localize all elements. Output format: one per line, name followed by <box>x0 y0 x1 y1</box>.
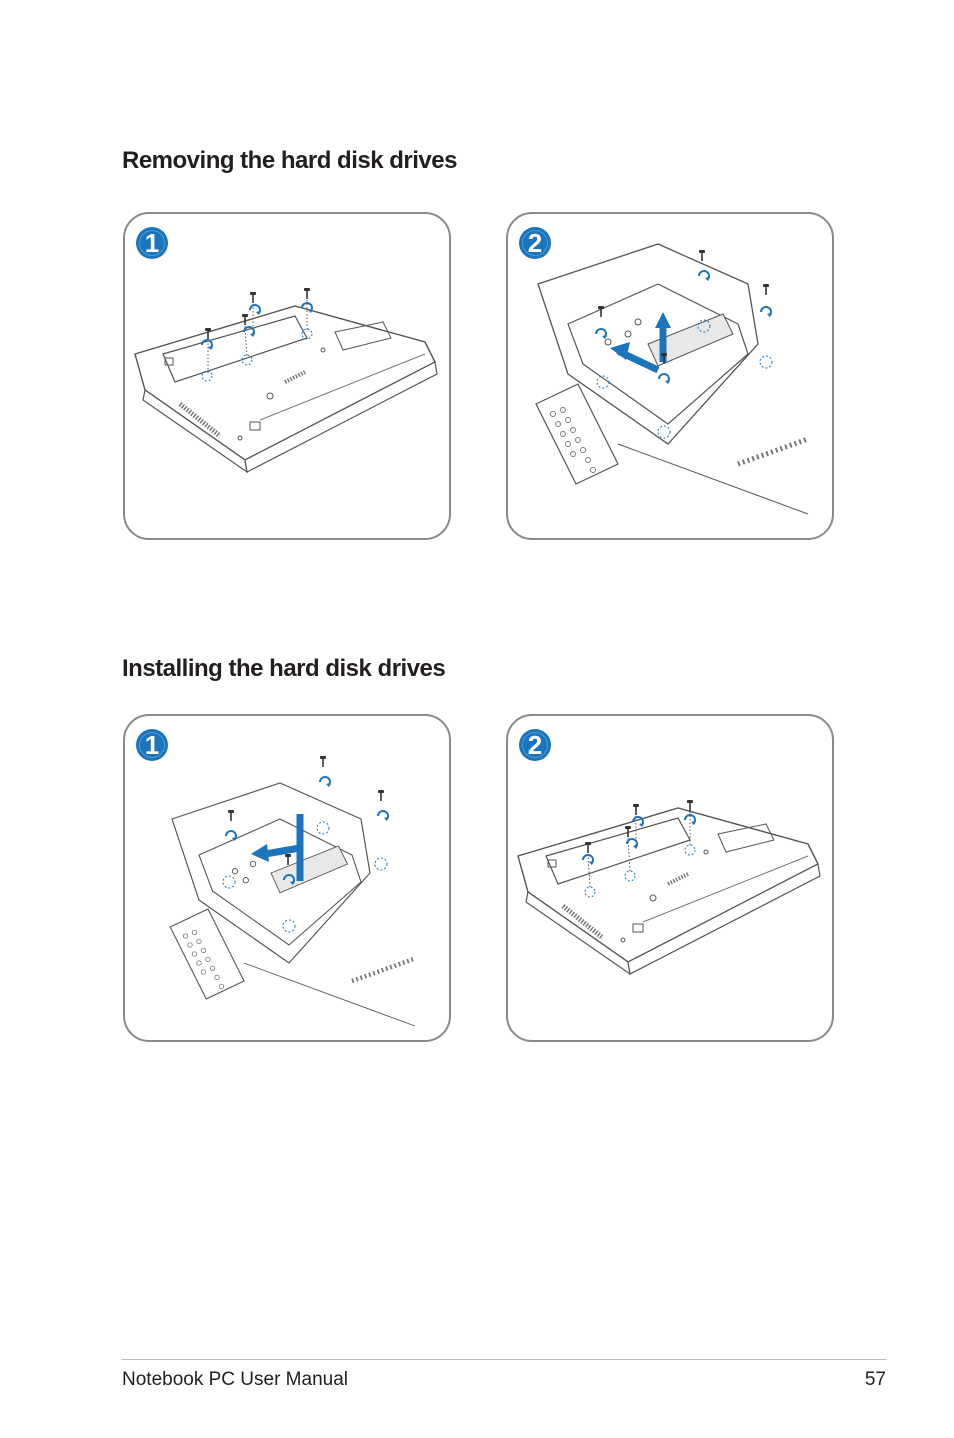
page-number: 57 <box>864 1369 886 1390</box>
step-number-badge: 1 <box>135 226 169 260</box>
installing-step-1-panel: 1 <box>123 714 451 1042</box>
installing-step-2-panel: 2 <box>506 714 834 1042</box>
installing-step-2-illustration <box>508 799 832 1040</box>
section-title-removing: Removing the hard disk drives <box>122 147 457 174</box>
removing-step-1-illustration <box>125 287 449 538</box>
screw-icon <box>249 291 257 304</box>
footer-manual-title: Notebook PC User Manual <box>122 1369 348 1390</box>
removing-step-2-illustration <box>508 214 832 538</box>
svg-text:2: 2 <box>528 228 542 258</box>
step-number-badge: 2 <box>518 226 552 260</box>
screw-icon <box>686 799 694 812</box>
twist-arrow-icon <box>377 810 389 822</box>
removing-step-1-panel: 1 <box>123 212 451 540</box>
twist-arrow-icon <box>760 306 772 318</box>
screw-icon <box>303 287 311 300</box>
step-number-badge: 2 <box>518 728 552 762</box>
footer-divider <box>122 1359 886 1360</box>
screw-icon <box>377 789 385 802</box>
screw-icon <box>319 755 327 768</box>
twist-arrow-icon <box>249 304 261 316</box>
screw-icon <box>698 249 706 262</box>
installing-step-1-illustration <box>125 755 449 1040</box>
screw-icon <box>762 283 770 296</box>
section-title-installing: Installing the hard disk drives <box>122 655 446 682</box>
svg-text:1: 1 <box>145 228 159 258</box>
svg-text:2: 2 <box>528 730 542 760</box>
removing-step-2-panel: 2 <box>506 212 834 540</box>
svg-text:1: 1 <box>145 730 159 760</box>
step-number-badge: 1 <box>135 728 169 762</box>
screw-icon <box>632 803 640 816</box>
twist-arrow-icon <box>319 776 331 788</box>
